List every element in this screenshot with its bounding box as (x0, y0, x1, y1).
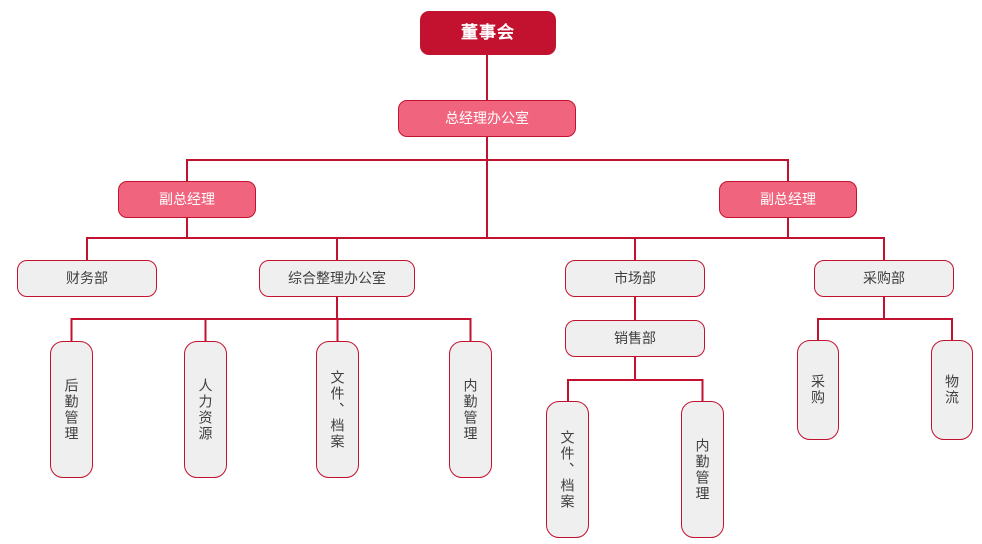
org-node-deputy-gm-right[interactable]: 副总经理 (719, 181, 857, 218)
org-node-finance[interactable]: 财务部 (17, 260, 157, 297)
org-node-purchasing-dept[interactable]: 采购部 (814, 260, 954, 297)
org-node-internal-mgmt-1[interactable]: 内勤管理 (449, 341, 492, 478)
org-node-general-office[interactable]: 综合整理办公室 (259, 260, 415, 297)
org-node-logistics-mgmt[interactable]: 后勤管理 (50, 341, 93, 478)
org-node-docs-archives-1[interactable]: 文件、档案 (316, 341, 359, 478)
org-node-marketing[interactable]: 市场部 (565, 260, 705, 297)
org-node-purchasing[interactable]: 采购 (797, 340, 839, 440)
org-node-deputy-gm-left[interactable]: 副总经理 (118, 181, 256, 218)
org-node-gm-office[interactable]: 总经理办公室 (398, 100, 576, 137)
org-node-board[interactable]: 董事会 (420, 11, 556, 55)
org-node-internal-mgmt-2[interactable]: 内勤管理 (681, 401, 724, 538)
org-node-sales[interactable]: 销售部 (565, 320, 705, 357)
org-node-logistics[interactable]: 物流 (931, 340, 973, 440)
org-node-docs-archives-2[interactable]: 文件、档案 (546, 401, 589, 538)
org-node-hr[interactable]: 人力资源 (184, 341, 227, 478)
